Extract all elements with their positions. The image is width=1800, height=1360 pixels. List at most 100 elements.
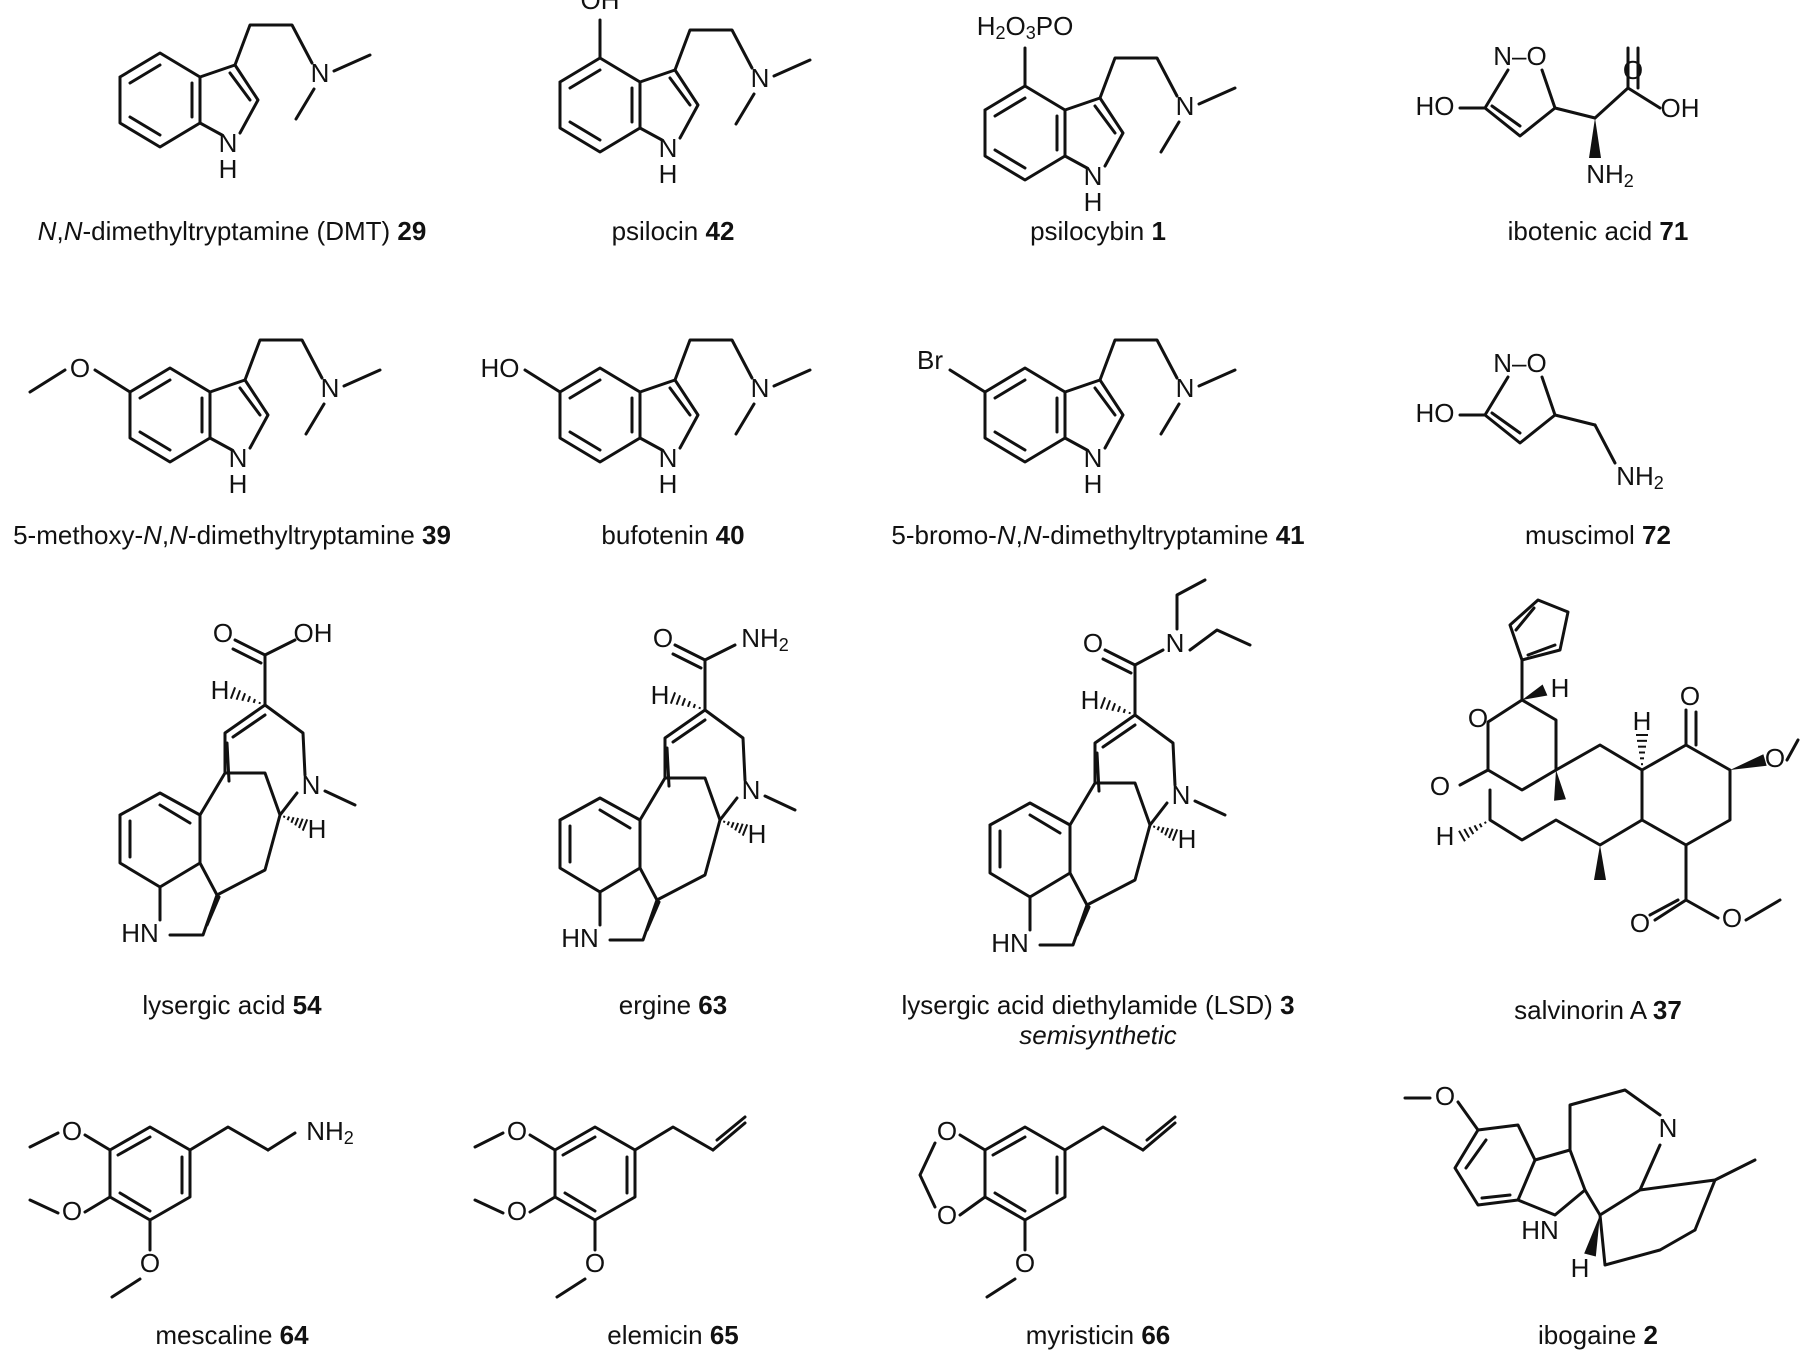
bond — [225, 741, 231, 783]
bond — [1193, 799, 1227, 817]
atom-label: N — [1084, 161, 1103, 191]
caption-part: mescaline — [155, 1320, 279, 1350]
structure-dmt: NHN — [118, 23, 372, 184]
bond — [993, 378, 1027, 400]
atom-label-part: 2 — [344, 1128, 354, 1148]
atom-label: N — [302, 770, 321, 800]
atom-label: NH2 — [1586, 159, 1634, 191]
compound-number: 2 — [1644, 1320, 1658, 1350]
bond — [985, 1277, 1017, 1299]
bond — [1486, 698, 1558, 792]
hashed-bond — [1463, 828, 1471, 839]
compound-number: 37 — [1653, 995, 1682, 1025]
hashed-bond — [252, 698, 256, 704]
bond — [983, 1125, 1067, 1222]
bond — [1568, 1088, 1662, 1152]
atom-label: O — [507, 1196, 527, 1226]
bond — [558, 796, 642, 894]
bond — [332, 53, 372, 73]
bond — [1188, 628, 1252, 652]
caption-part: N — [997, 520, 1016, 550]
caption-part: N — [38, 216, 57, 246]
bond — [304, 402, 326, 436]
hashed-bond — [1478, 823, 1483, 828]
atom-label: N — [751, 63, 770, 93]
bond — [188, 1125, 270, 1152]
atom-label: O — [1468, 703, 1488, 733]
bond — [558, 366, 642, 464]
bond — [208, 378, 270, 450]
bond — [993, 96, 1027, 118]
compound-number: 3 — [1280, 990, 1294, 1020]
bond — [1458, 768, 1490, 787]
hashed-bond — [1099, 697, 1107, 709]
bond — [734, 92, 756, 126]
caption-part: psilocybin — [1030, 216, 1151, 246]
caption-part: N — [1023, 520, 1042, 550]
bond — [993, 148, 1027, 170]
bond — [991, 1135, 1027, 1157]
caption-mescaline: mescaline 64 — [155, 1320, 309, 1350]
bond — [473, 1198, 505, 1215]
hashed-bond — [1152, 825, 1156, 828]
compound-number: 66 — [1141, 1320, 1170, 1350]
atom-label: OH — [294, 618, 333, 648]
hashed-bond — [298, 818, 304, 829]
bond — [772, 58, 812, 78]
bond — [638, 126, 664, 142]
atom-label: O — [70, 353, 90, 383]
compound-number: 71 — [1659, 216, 1688, 246]
bond — [1159, 120, 1181, 154]
atom-label: N — [219, 128, 238, 158]
bond — [198, 121, 224, 137]
bond — [118, 791, 202, 889]
atom-label: HO — [1416, 91, 1455, 121]
atom-label: O — [1083, 628, 1103, 658]
atom-label-part: NH — [741, 623, 779, 653]
hashed-bond — [1468, 826, 1475, 835]
wedge-bond — [1584, 1215, 1600, 1257]
bond — [1483, 68, 1557, 138]
bond — [28, 1131, 60, 1149]
atom-label: N — [321, 373, 340, 403]
bond — [1197, 368, 1237, 388]
hashed-bond — [301, 819, 309, 831]
atom-label: H — [219, 154, 238, 184]
bond — [568, 68, 602, 90]
caption-part: ergine — [619, 990, 699, 1020]
compound-number: 63 — [698, 990, 727, 1020]
caption-dmt: N,N-dimethyltryptamine (DMT) 29 — [38, 216, 427, 246]
hashed-bond — [1117, 705, 1121, 713]
bond — [608, 866, 659, 942]
caption-part: , — [162, 520, 169, 550]
bond — [1516, 1148, 1587, 1217]
bond — [1456, 1100, 1480, 1132]
atom-label: N — [311, 58, 330, 88]
atom-label: O — [937, 1200, 957, 1230]
bond — [958, 1195, 987, 1217]
compound-number: 54 — [293, 990, 322, 1020]
hashed-bond — [698, 706, 701, 710]
bond — [1063, 154, 1089, 170]
bond — [918, 1141, 937, 1209]
caption-lysergic: lysergic acid 54 — [142, 990, 322, 1020]
atom-label-part: NH — [306, 1116, 344, 1146]
bond — [993, 430, 1027, 452]
caption-part: -dimethyltryptamine — [188, 520, 422, 550]
wedge-bond — [1554, 770, 1566, 801]
bond — [638, 68, 700, 140]
bond — [668, 76, 692, 107]
caption-part: N — [143, 520, 162, 550]
caption-part: 5-methoxy- — [13, 520, 143, 550]
bond — [1093, 104, 1117, 135]
hashed-bond — [1168, 828, 1174, 839]
atom-label: N–O — [1493, 348, 1546, 378]
compound-number: 65 — [710, 1320, 739, 1350]
bond — [561, 1135, 597, 1157]
caption-part: N — [64, 216, 83, 246]
hashed-bond — [1458, 830, 1466, 842]
caption-part: myristicin — [1026, 1320, 1142, 1350]
